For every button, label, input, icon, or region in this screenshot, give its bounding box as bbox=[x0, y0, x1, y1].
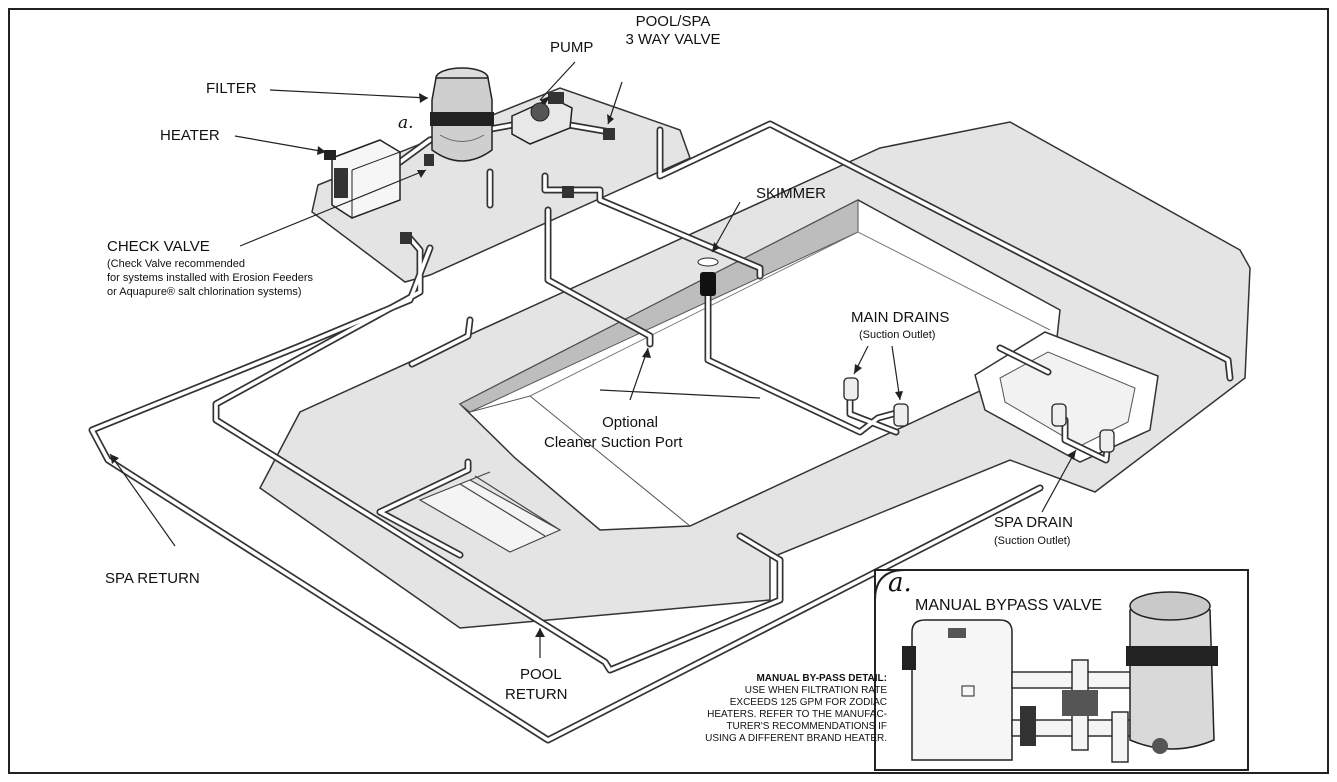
inset-note-line-5: USING A DIFFERENT BRAND HEATER. bbox=[705, 733, 887, 744]
pool-floor-line-2 bbox=[529, 231, 1051, 397]
main-drains-sublabel: (Suction Outlet) bbox=[859, 329, 936, 341]
spa-inner bbox=[999, 351, 1136, 447]
valve-label-line1: POOL/SPA bbox=[635, 13, 711, 30]
spa-return-label: SPA RETURN bbox=[105, 570, 200, 587]
main-drain-fittings bbox=[843, 377, 1115, 453]
check-valve-label: CHECK VALVE bbox=[107, 238, 210, 255]
inset-note: MANUAL BY-PASS DETAIL: USE WHEN FILTRATI… bbox=[700, 673, 887, 745]
filter-tank bbox=[430, 67, 494, 162]
cleaner-port-label-2: Cleaner Suction Port bbox=[544, 434, 683, 451]
bypass-marker-label: a. bbox=[398, 113, 414, 133]
pool-steps bbox=[418, 471, 562, 553]
arrow-heads bbox=[110, 93, 1076, 637]
valve-label: POOL/SPA 3 WAY VALVE bbox=[598, 13, 748, 49]
main-drains-label: MAIN DRAINS bbox=[851, 309, 950, 326]
filter-label: FILTER bbox=[206, 80, 257, 97]
valves bbox=[400, 128, 615, 244]
spa-drain-label: SPA DRAIN bbox=[994, 514, 1073, 531]
check-valve-note-1: (Check Valve recommended bbox=[107, 258, 245, 270]
pool-return-label-2: RETURN bbox=[505, 686, 568, 703]
inset-note-line-3: HEATERS. REFER TO THE MANUFAC- bbox=[707, 709, 887, 720]
plumbing-pipes bbox=[88, 116, 1234, 744]
check-valve-note-3: or Aquapure® salt chlorination systems) bbox=[107, 286, 302, 298]
inset-note-line-0: MANUAL BY-PASS DETAIL: bbox=[756, 673, 887, 684]
inset-note-line-2: EXCEEDS 125 GPM FOR ZODIAC bbox=[729, 697, 887, 708]
inset-note-line-1: USE WHEN FILTRATION RATE bbox=[744, 685, 887, 696]
heater-unit bbox=[324, 139, 401, 219]
skimmer-unit bbox=[697, 257, 719, 296]
valve-label-line2: 3 WAY VALVE bbox=[625, 31, 721, 48]
pool-basin bbox=[458, 199, 1061, 531]
inset-marker: a. bbox=[888, 568, 912, 598]
spa-drain-sublabel: (Suction Outlet) bbox=[994, 535, 1071, 547]
inset-note-line-4: TURER'S RECOMMENDATIONS IF bbox=[726, 721, 887, 732]
skimmer-label: SKIMMER bbox=[756, 185, 827, 202]
cleaner-port-label: Optional bbox=[602, 414, 658, 431]
leader-lines bbox=[109, 61, 1077, 658]
inset-title: MANUAL BYPASS VALVE bbox=[915, 597, 1103, 614]
heater-label: HEATER bbox=[160, 127, 220, 144]
check-valve-note-2: for systems installed with Erosion Feede… bbox=[107, 272, 314, 284]
pump-label: PUMP bbox=[550, 39, 594, 56]
pump-unit bbox=[511, 92, 573, 145]
pool-return-label: POOL bbox=[520, 666, 562, 683]
inset-bypass-detail bbox=[874, 569, 1249, 771]
